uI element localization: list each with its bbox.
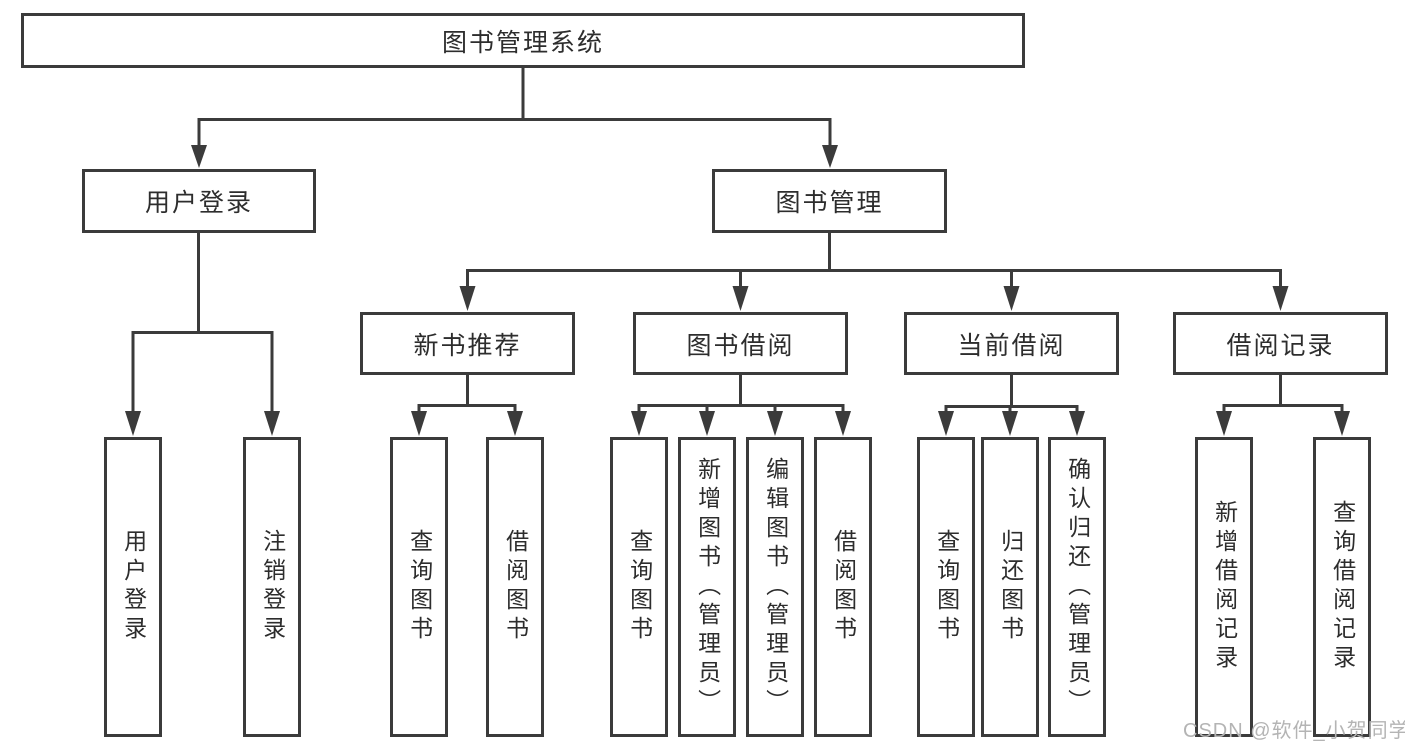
connector-book-borrow-to-leaves: [631, 375, 851, 436]
node-leaf-borrow-books-2: 借阅图书: [814, 437, 872, 737]
node-leaf-edit-books-admin: 编辑图书（管理员）: [746, 437, 804, 737]
connector-current-borrow-to-leaves: [938, 375, 1085, 436]
node-book-borrowing: 图书借阅: [633, 312, 848, 375]
node-leaf-return-books: 归还图书: [981, 437, 1039, 737]
node-leaf-borrow-books-1: 借阅图书: [486, 437, 544, 737]
node-leaf-query-books-3: 查询图书: [917, 437, 975, 737]
node-leaf-add-books-admin: 新增图书（管理员）: [678, 437, 736, 737]
node-leaf-query-books-1: 查询图书: [390, 437, 448, 737]
node-leaf-user-login: 用户登录: [104, 437, 162, 737]
node-current-borrowing: 当前借阅: [904, 312, 1119, 375]
node-leaf-query-books-2: 查询图书: [610, 437, 668, 737]
node-leaf-confirm-return-admin: 确认归还（管理员）: [1048, 437, 1106, 737]
node-leaf-logout: 注销登录: [243, 437, 301, 737]
node-user-login: 用户登录: [82, 169, 316, 233]
node-leaf-query-borrow-record: 查询借阅记录: [1313, 437, 1371, 737]
node-new-book-recommendation: 新书推荐: [360, 312, 575, 375]
connector-new-book-rec-to-leaves: [411, 375, 523, 436]
connector-root-to-level2: [191, 68, 838, 168]
node-leaf-add-borrow-record: 新增借阅记录: [1195, 437, 1253, 737]
csdn-watermark: CSDN @软件_小贺同学: [1183, 720, 1405, 742]
node-book-management: 图书管理: [712, 169, 947, 233]
node-borrowing-records: 借阅记录: [1173, 312, 1388, 375]
connector-borrow-records-to-leaves: [1216, 375, 1350, 436]
connector-book-mgmt-to-level3: [459, 233, 1289, 311]
node-book-management-system: 图书管理系统: [21, 13, 1025, 68]
connector-user-login-to-leaves: [125, 233, 280, 436]
